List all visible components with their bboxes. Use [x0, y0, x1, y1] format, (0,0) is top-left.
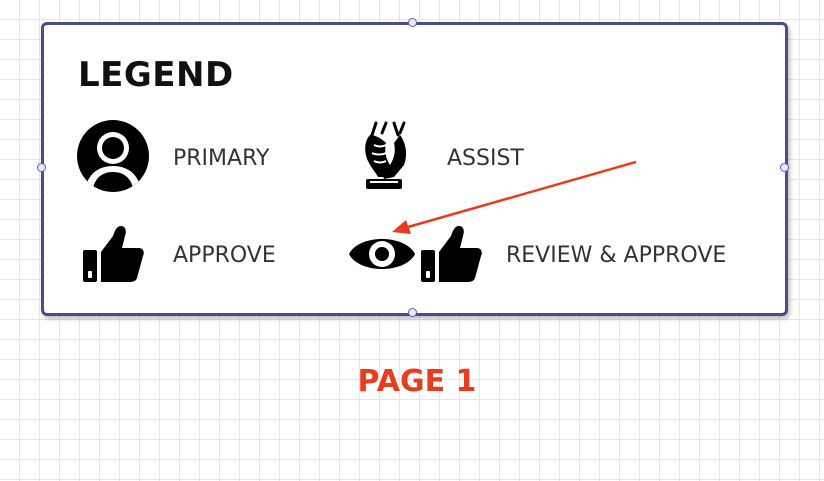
thumbs-up-icon [421, 226, 482, 282]
resize-handle-top[interactable] [408, 18, 417, 27]
resize-handle-left[interactable] [37, 163, 46, 172]
legend-title: LEGEND [78, 55, 234, 95]
person-avatar-icon [77, 120, 149, 192]
page-label: PAGE 1 [357, 364, 477, 399]
helping-hands-icon [365, 121, 407, 189]
resize-handle-right[interactable] [780, 163, 789, 172]
thumbs-up-icon [83, 226, 144, 282]
eye-icon [349, 239, 415, 269]
legend-item-approve-label: APPROVE [173, 243, 276, 268]
legend-item-review-approve-label: REVIEW & APPROVE [506, 243, 727, 268]
legend-box[interactable]: LEGEND PRIMARY ASSIST [41, 22, 788, 316]
legend-item-assist-label: ASSIST [447, 146, 524, 171]
legend-item-primary-label: PRIMARY [173, 146, 270, 171]
resize-handle-bottom[interactable] [408, 308, 417, 317]
